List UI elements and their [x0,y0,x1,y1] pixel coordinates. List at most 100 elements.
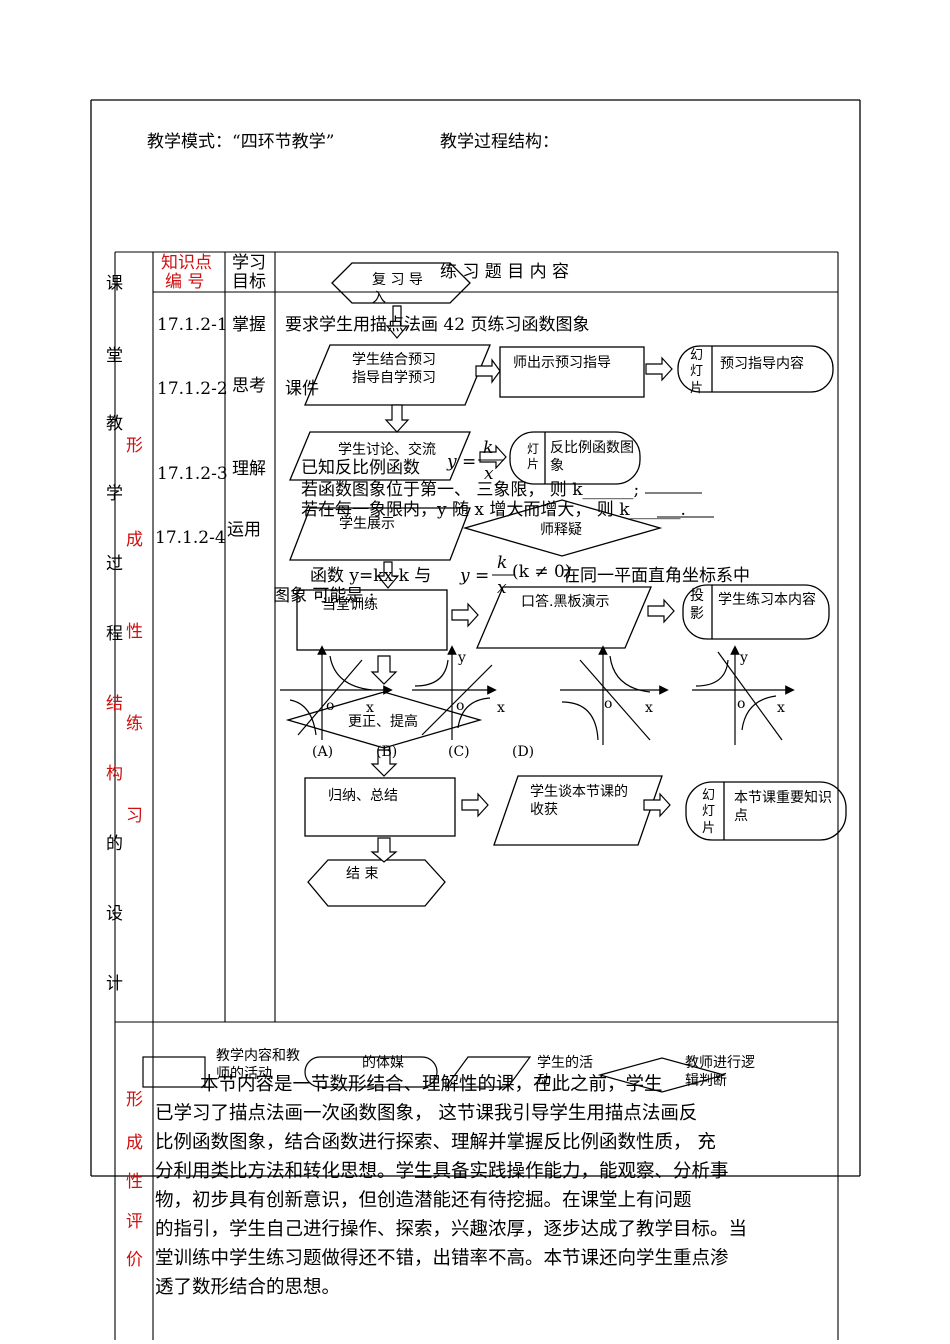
row-id: 17.1.2-3 [157,464,228,484]
legend-student-label: 学生的活动 [537,1055,593,1089]
left-title-char: 设 [106,904,123,924]
flow-practice-text: 当堂训练 [322,597,378,613]
evaluation-line: 分利用类比方法和转化思想。学生具备实践操作能力，能观察、分析事 [155,1161,729,1182]
left-title-char: 课 [106,274,123,294]
formula-k: k [497,553,508,573]
eval-title-char: 价 [126,1250,143,1270]
flow-harvest-text: 学生谈本节课的收获 [530,784,628,818]
outer-frame [90,99,861,1177]
flow-slide-tag: 幻灯片 [702,788,716,836]
col-header-learning: 学习 [232,253,266,273]
graph-label-a: (A) [312,744,334,760]
graph-b [412,645,497,740]
col-header-number: 编 号 [165,272,205,292]
flow-exercise-text: 学生练习本内容 [718,592,816,608]
middle-red-char: 练 [126,714,143,734]
evaluation-text: 本节内容是一节数形结合、理解性的课，在此之前，学生 已学习了描点法画一次函数图象… [155,1070,838,1302]
flow-slide-tag: 灯片 [527,442,540,471]
structure-label: 教学过程结构： [440,132,559,152]
formula-x: x [497,578,507,598]
evaluation-line: 的指引，学生自己进行操作、探索，兴趣浓厚，逐步达成了教学目标。当 [155,1219,748,1240]
formula-x: x [484,464,494,484]
question-4-tail: 在同一平面直角坐标系中 [563,566,750,586]
col-header-knowledge: 知识点 [161,253,212,273]
evaluation-line: 透了数形结合的思想。 [155,1277,341,1298]
formula-y: y = [447,452,477,472]
formula-y: y = [460,566,490,586]
legend-shapes [142,1056,727,1093]
flow-show-text: 学生展示 [339,516,395,532]
legend-rect-label: 教学内容和教师的活动 [216,1048,300,1082]
graph-b-x: x [497,700,505,716]
flow-self-study-text: 学生结合预习指导自学预习 [352,352,436,386]
row-goal: 掌握 [232,315,266,335]
flow-start-text: 复 习 导 入 [372,272,423,306]
flow-teacher-guide-text: 师出示预习指导 [513,355,611,371]
flow-correct-text: 更正、提高 [348,714,418,730]
graph-b-y: y [458,650,466,666]
row-goal: 思考 [232,376,266,396]
evaluation-line: 物，初步具有创新意识，但创造潜能还有待挖掘。在课堂上有问题 [155,1190,692,1211]
left-title-char: 程 [106,624,123,644]
eval-title-char: 性 [126,1172,143,1192]
middle-red-char: 成 [126,530,143,550]
teaching-mode-label: 教学模式：“四环节教学” [147,132,335,152]
flow-explain-text: 师释疑 [540,522,582,538]
row-content: 函数 y=kx-k 与 [310,566,432,586]
left-title-char: 教 [106,414,123,434]
formula-k: k [483,438,494,458]
flow-discuss-text: 学生讨论、交流 [338,442,436,458]
question-4-line-2: 图象 可能是 : [273,586,375,606]
graph-a-x: x [366,700,374,716]
evaluation-line: 比例函数图象，结合函数进行探索、理解并掌握反比例函数性质， 充 [155,1132,716,1153]
legend-media-label: 的体媒 [362,1055,404,1071]
col-header-goal: 目标 [232,272,266,292]
flow-end-text: 结 束 [346,866,379,882]
row-goal: 运用 [227,520,261,540]
eval-title-char: 评 [126,1212,143,1232]
flowchart-shapes [285,262,847,907]
row-id: 17.1.2-4 [155,528,226,548]
answer-blanks [645,492,714,518]
middle-red-char: 习 [126,806,143,826]
left-title-char: 学 [106,484,123,504]
row-content: 要求学生用描点法画 42 页练习函数图象 [285,315,590,335]
middle-red-char: 形 [126,436,143,456]
question-3-line-2: 若函数图象位于第一、 三象限， 则 k______; [301,480,640,500]
formula-condition: (k ≠ 0) [512,562,572,582]
flow-summary-text: 归纳、总结 [328,788,398,804]
row-id: 17.1.2-2 [157,379,228,399]
eval-title-char: 形 [126,1090,143,1110]
row-content: 课件 [285,379,319,399]
flow-slide-tag: 幻灯片 [690,348,704,396]
row-goal: 理解 [232,459,266,479]
question-3-line-3: 若在每一象限内，y 随 x 增大而增大， 则 k______. [301,500,686,520]
graph-d-y: y [740,650,748,666]
flow-projector-tag: 投影 [690,588,704,622]
graph-d-o: o [737,696,746,712]
row-content: 已知反比例函数 [301,458,420,478]
graph-label-b: (B) [376,744,398,760]
graph-c-o: o [604,696,613,712]
flow-graph-text: 反比例函数图象 [550,440,634,474]
row-id: 17.1.2-1 [157,315,228,335]
middle-red-char: 性 [126,622,143,642]
fraction-bars [478,459,514,576]
legend-judge-label: 教师进行逻辑判断 [685,1055,755,1089]
left-title-char: 过 [106,554,123,574]
evaluation-line: 已学习了描点法画一次函数图象， 这节课我引导学生用描点法画反 [155,1103,698,1124]
left-title-char: 的 [106,834,123,854]
graph-d-x: x [777,700,785,716]
graph-c [560,645,669,745]
graph-c-x: x [645,700,653,716]
graph-d [692,645,795,745]
evaluation-line: 本节内容是一节数形结合、理解性的课，在此之前，学生 [200,1074,663,1095]
flow-key-points-text: 本节课重要知识点 [734,790,832,824]
left-title-char: 结 [106,694,123,714]
col-header-content: 练 习 题 目 内 容 [440,262,570,282]
graph-label-d: (D) [512,744,535,760]
flow-oral-text: 口答.黑板演示 [521,594,610,610]
left-title-char: 堂 [106,346,123,366]
inner-table-lines [114,251,839,1340]
